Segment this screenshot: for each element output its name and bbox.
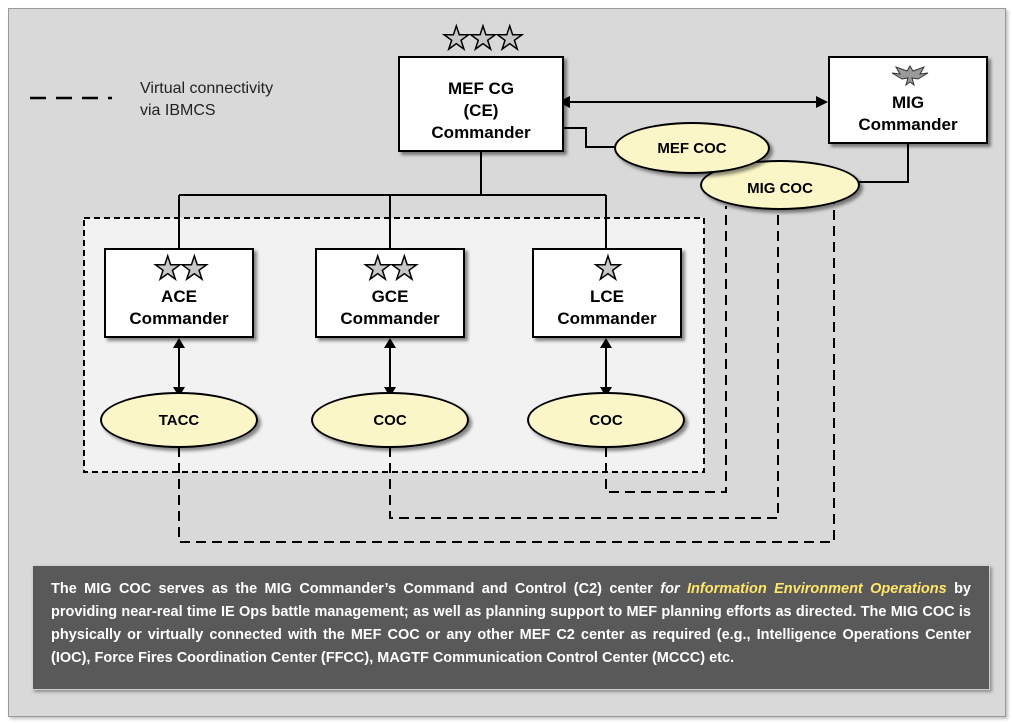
mig-line2: Commander <box>858 115 958 134</box>
eagle-icon <box>891 65 929 87</box>
two-star-insignia-icon: ★★ <box>363 250 420 286</box>
virtual-link-lce <box>605 206 727 493</box>
mef-coc-oval[interactable]: MEF COC <box>614 122 770 174</box>
lce-coc-oval[interactable]: COC <box>527 392 685 448</box>
gce-commander-box[interactable]: GCE Commander <box>315 248 465 338</box>
virtual-link-gce <box>389 206 779 519</box>
lce-commander-box[interactable]: LCE Commander <box>532 248 682 338</box>
mef-cg-line1: MEF CG <box>447 79 515 98</box>
description-caption: The MIG COC serves as the MIG Commander’… <box>32 565 990 690</box>
mef-cg-line3: Commander <box>431 123 531 142</box>
legend-label: Virtual connectivity via IBMCS <box>140 80 274 119</box>
three-star-insignia-icon: ★★★ <box>441 20 525 56</box>
one-star-insignia-icon: ★ <box>593 250 623 286</box>
mef-cg-line2: (CE) <box>463 101 499 120</box>
ace-commander-box[interactable]: ACE Commander <box>104 248 254 338</box>
tacc-oval[interactable]: TACC <box>100 392 258 448</box>
mig-commander-box[interactable]: MIG Commander <box>828 56 988 144</box>
virtual-link-ace <box>178 200 835 543</box>
gce-coc-oval[interactable]: COC <box>311 392 469 448</box>
mef-cg-commander-box[interactable]: MEF CG (CE) Commander <box>398 56 564 152</box>
mig-line1: MIG <box>891 93 925 112</box>
